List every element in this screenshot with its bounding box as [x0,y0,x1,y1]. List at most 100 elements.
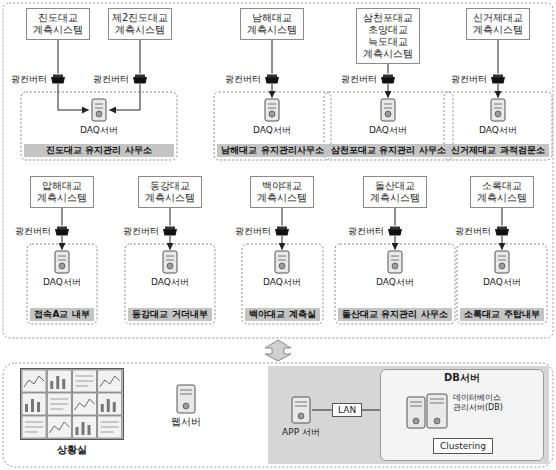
server-label: DAQ서버 [253,124,291,136]
dotted-region [457,244,547,324]
converter-icon [380,74,396,84]
video-wall-part [21,369,124,440]
server-icon-part [265,99,279,121]
video-wall-part [76,381,94,382]
server-label: DAQ서버 [369,124,407,136]
db-heading: DB서버 [381,372,543,384]
converter-icon [264,74,280,84]
video-wall-part [25,432,38,433]
server-icon-part [292,397,310,423]
server-icon-part [410,406,422,407]
connector [395,236,396,250]
connector [170,236,171,250]
converter: 광컨버터 [494,226,510,236]
location-bar: 돌산대교 유지관리 사무소 [338,308,452,321]
double-arrow [265,340,291,361]
location-bar: 소록대교 주탑내부 [460,308,544,321]
server-icon-part [491,99,505,121]
video-wall-part [98,416,122,438]
system-box: 삼천포대교 초양대교 늑도대교 계측시스템 [356,8,420,64]
server-icon [405,393,449,429]
connector [502,236,503,250]
video-wall-part [47,370,71,392]
converter-label: 광컨버터 [15,225,51,237]
server-label: DAQ서버 [80,124,118,136]
server-icon-part [430,399,444,400]
video-wall-part [75,399,95,410]
connector [395,208,396,226]
converter-icon-part [163,229,177,236]
video-wall-part [101,404,104,412]
server-icon-part [166,256,174,257]
video-wall [20,368,124,440]
video-wall-part [25,427,43,428]
connector [282,208,283,226]
location-label: 동강대교 거더내부 [131,309,209,320]
system-label: 삼천포대교 초양대교 늑도대교 계측시스템 [360,12,416,60]
video-wall-part [107,399,110,412]
system-label: 백야대교 계측시스템 [254,180,310,204]
system-box: 동강대교 계측시스템 [138,176,202,208]
converter-icon [490,74,506,84]
system-box: 제2진도대교 계측시스템 [108,8,172,40]
video-wall-part [31,399,34,412]
server-label: DAQ서버 [479,124,517,136]
video-wall-part [98,370,122,392]
location-bar: 접속A교 내부 [30,308,94,321]
daq-server: DAQ서버 [52,250,72,274]
system-box: 신거제대교 계측시스템 [466,8,530,40]
server-icon [378,98,398,122]
converter-label: 광컨버터 [455,225,491,237]
server-icon-part [295,406,307,407]
system-label: 동강대교 계측시스템 [142,180,198,204]
system-box: 소록대교 계측시스템 [470,176,534,208]
server-label: DAQ서버 [263,276,301,288]
server-icon-part [494,104,502,105]
connector [498,84,499,98]
video-wall-part [24,376,44,387]
converter-icon-part [491,77,505,84]
converter-icon-part [57,227,67,230]
server-icon-part [434,418,440,424]
server-icon-part [95,108,103,109]
converter-icon-part [165,227,175,230]
dotted-region [214,92,331,160]
bottom-panel-border [3,363,553,467]
connector [58,84,89,110]
dotted-region [242,244,323,324]
server-icon-part [180,394,192,395]
lan-label: LAN [338,404,356,416]
system-box: 압해대교 계측시스템 [30,176,94,208]
converter-icon-part [390,227,400,230]
video-wall-part [25,404,28,412]
dotted-region [21,92,177,160]
server-icon-part [58,260,66,261]
location-label: 진도대교 유지관리 사무소 [27,145,171,156]
server-icon-part [183,403,189,409]
database-server: 데이터베이스 관리서버(DB) [405,393,449,429]
video-wall-part [25,422,43,423]
server-label: 웹서버 [164,416,208,428]
lan-box: LAN [332,403,362,417]
server-icon-part [427,394,447,428]
location-bar: 동강대교 거더내부 [128,308,212,321]
video-wall-part [56,376,59,389]
cluster-label: Clustering [440,440,486,452]
video-wall-part [50,381,53,389]
daq-server: DAQ서버 [89,98,109,122]
converter-icon [494,226,510,236]
converter-icon-part [55,229,69,236]
location-bar: 삼천포대교 유지관리 사무소 [327,144,450,157]
system-label: 남해대교 계측시스템 [244,12,300,36]
video-wall-part [73,393,97,415]
cluster-box: Clustering [433,438,493,454]
server-icon [272,250,292,274]
server-icon [290,396,312,424]
server-icon-part [410,402,422,403]
connector [282,236,283,250]
server-icon-part [269,111,275,117]
converter-label: 광컨버터 [341,73,377,85]
converter-icon-part [135,75,145,78]
server-icon [160,250,180,274]
